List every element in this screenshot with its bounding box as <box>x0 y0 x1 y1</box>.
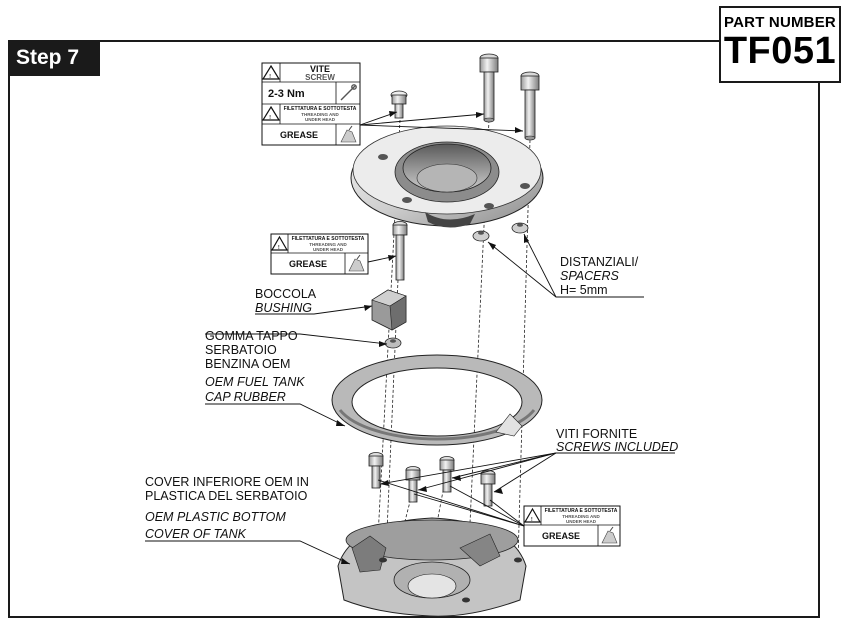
top-bolt-2 <box>520 71 540 141</box>
grease-mid-label: GREASE <box>289 259 327 269</box>
grease-tube-icon <box>601 526 618 544</box>
grease-box-low: ! FILETTATURA E SOTTOTESTA THREADING AND… <box>523 505 621 547</box>
part-number-label: PART NUMBER <box>724 14 836 31</box>
diagram-frame <box>8 40 820 618</box>
grease-box-mid: ! FILETTATURA E SOTTOTESTA THREADING AND… <box>270 233 369 275</box>
cover-label: COVER INFERIORE OEM IN PLASTICA DEL SERB… <box>145 475 309 541</box>
screws-label-it: VITI FORNITE <box>556 427 637 441</box>
leader-arrowheads <box>336 111 529 564</box>
screw-grease: GREASE <box>280 130 318 140</box>
bushing-label-it: BOCCOLA <box>255 287 317 301</box>
svg-text:!: ! <box>269 74 271 80</box>
warning-icon: ! <box>261 64 281 80</box>
screw-spec-box: ! VITE SCREW 2-3 Nm ! FILETTATURA E SOTT… <box>261 62 361 146</box>
lower-screw-1 <box>368 452 384 489</box>
warning-icon: ! <box>270 235 289 251</box>
warning-icon: ! <box>523 507 542 523</box>
grease-low-label: GREASE <box>542 531 580 541</box>
tank-flange <box>350 125 544 228</box>
spacers-size: H= 5mm <box>560 283 608 297</box>
screw-thread-it: FILETTATURA E SOTTOTESTA <box>284 106 357 112</box>
small-top-screw <box>390 90 408 119</box>
rubber-label-it-2: SERBATOIO <box>205 343 277 357</box>
bushing-label-en: BUSHING <box>255 301 312 315</box>
screw-title-en: SCREW <box>305 73 335 82</box>
grease-mid-thread-it: FILETTATURA E SOTTOTESTA <box>292 236 365 242</box>
part-number-box: PART NUMBER TF051 <box>719 6 841 83</box>
screw-torque: 2-3 Nm <box>268 88 305 100</box>
rubber-label-en-1: OEM FUEL TANK <box>205 375 305 389</box>
cover-label-en-1: OEM PLASTIC BOTTOM <box>145 510 286 524</box>
plastic-bottom-cover <box>337 517 527 617</box>
cover-label-en-2: COVER OF TANK <box>145 527 247 541</box>
svg-text:!: ! <box>278 245 280 251</box>
torque-wrench-icon <box>340 84 357 101</box>
spacers-label-it: DISTANZIALI/ <box>560 255 639 269</box>
spacer-1 <box>472 230 490 242</box>
grease-low-thread-it: FILETTATURA E SOTTOTESTA <box>545 508 618 514</box>
spacer-2 <box>511 222 529 234</box>
bushing-bolt <box>392 221 408 281</box>
lower-screw-4 <box>480 470 496 507</box>
grease-low-thread-en-1: THREADING AND <box>562 514 600 519</box>
screw-title-it: VITE <box>310 64 330 74</box>
rubber-label-it-1: GOMMA TAPPO <box>205 329 298 343</box>
grease-mid-thread-en-2: UNDER HEAD <box>313 247 344 252</box>
leader-lines <box>145 111 675 565</box>
warning-icon: ! <box>261 105 281 121</box>
top-bolt-1 <box>479 53 499 123</box>
spacers-label: DISTANZIALI/ SPACERS H= 5mm <box>560 255 639 297</box>
fuel-tank-cap-rubber <box>331 354 543 446</box>
lower-screw-3 <box>405 466 421 503</box>
screws-label-en: SCREWS INCLUDED <box>556 440 678 454</box>
grease-tube-icon <box>340 125 357 143</box>
cover-label-it-2: PLASTICA DEL SERBATOIO <box>145 489 308 503</box>
screws-included-label: VITI FORNITE SCREWS INCLUDED <box>556 427 678 454</box>
svg-text:!: ! <box>269 115 271 121</box>
rubber-label-it-3: BENZINA OEM <box>205 357 290 371</box>
bushing-label: BOCCOLA BUSHING <box>255 287 317 315</box>
rubber-label-en-2: CAP RUBBER <box>205 390 286 404</box>
svg-text:!: ! <box>531 517 533 523</box>
bushing <box>371 289 407 331</box>
step-label: Step 7 <box>8 40 100 76</box>
grease-low-thread-en-2: UNDER HEAD <box>566 519 597 524</box>
part-number-value: TF051 <box>723 30 837 72</box>
grease-tube-icon <box>348 254 365 272</box>
screw-thread-en-2: UNDER HEAD <box>305 117 336 122</box>
screw-thread-en-1: THREADING AND <box>301 112 339 117</box>
grease-mid-thread-en-1: THREADING AND <box>309 242 347 247</box>
cover-label-it-1: COVER INFERIORE OEM IN <box>145 475 309 489</box>
rubber-label: GOMMA TAPPO SERBATOIO BENZINA OEM OEM FU… <box>205 329 305 404</box>
spacers-label-en: SPACERS <box>560 269 619 283</box>
bushing-washer <box>384 337 402 349</box>
